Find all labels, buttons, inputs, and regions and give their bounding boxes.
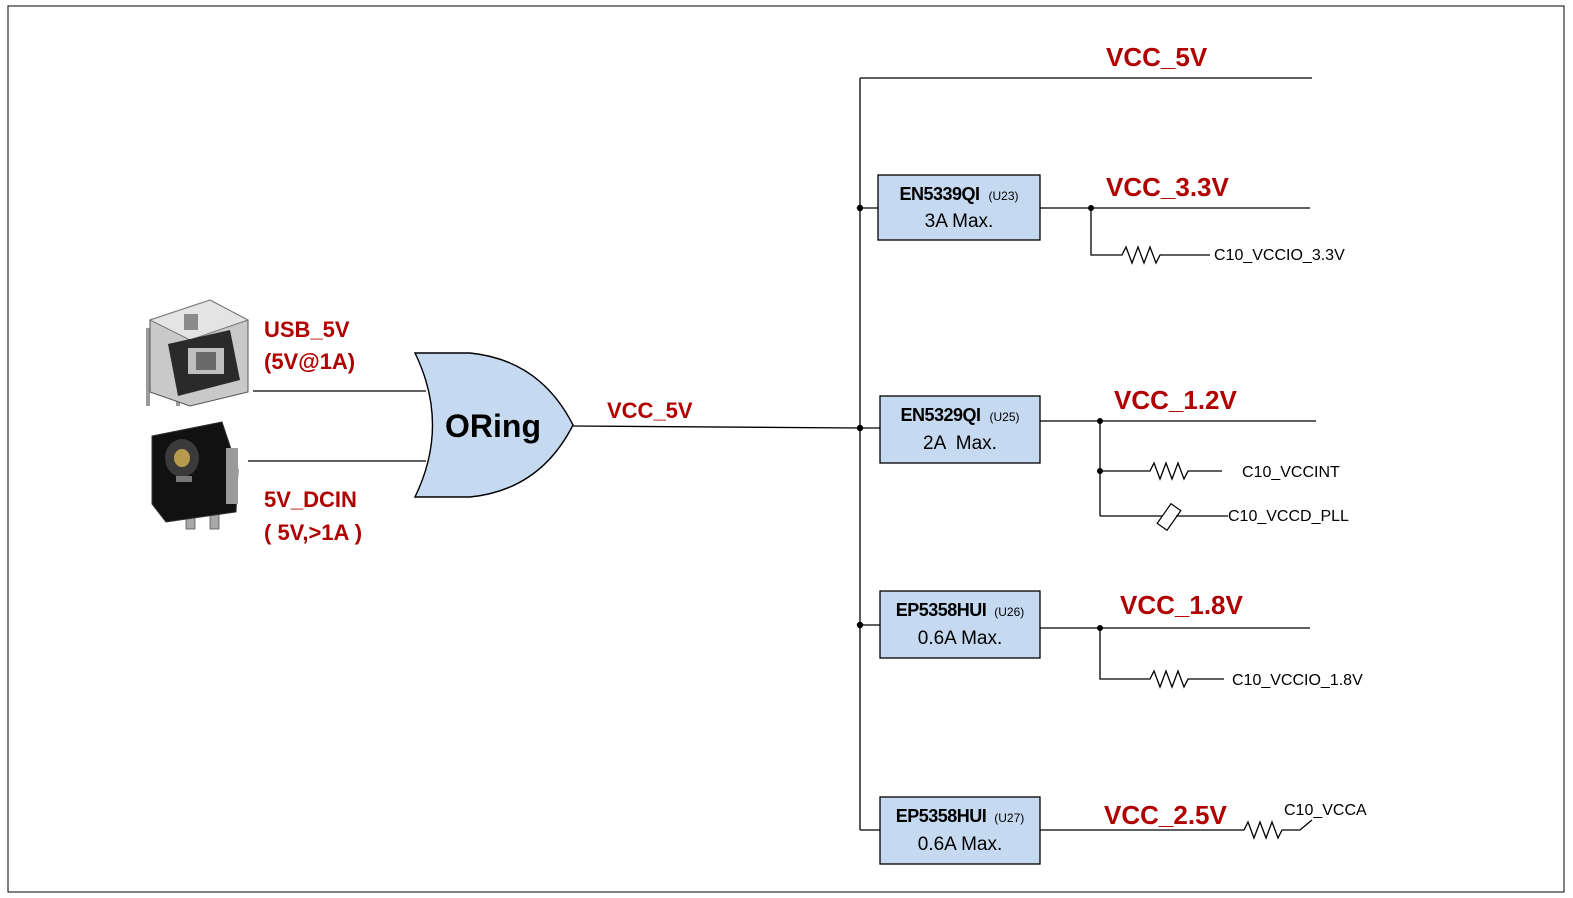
chip-name: EP5358HUI — [896, 806, 987, 826]
vcc12-net-label: VCC_1.2V — [1114, 385, 1237, 415]
diagram-frame — [7, 5, 1565, 893]
usb-rating-label: (5V@1A) — [264, 349, 355, 374]
dcin-net-label: 5V_DCIN — [264, 487, 357, 512]
ferrite-bead-vccd-pll-icon — [1100, 502, 1228, 532]
usb-net-label: USB_5V — [264, 317, 350, 342]
chip-ref: (U23) — [989, 189, 1019, 203]
dc-jack-icon — [151, 421, 239, 530]
svg-text:EP5358HUI (U26): EP5358HUI (U26) — [896, 600, 1025, 620]
svg-text:EN5339QI (U23): EN5339QI (U23) — [899, 184, 1018, 204]
load-label: C10_VCCA — [1284, 802, 1367, 819]
oring-gate — [413, 352, 574, 498]
chip-name: EN5339QI — [899, 184, 979, 204]
regulator-u23: EN5339QI (U23) 3A Max. — [856, 174, 1041, 241]
vcc5v-rail-label: VCC_5V — [1106, 42, 1208, 72]
vcc5v-wire — [572, 425, 861, 429]
load-label: C10_VCCIO_3.3V — [1214, 247, 1345, 264]
load-label: C10_VCCD_PLL — [1228, 508, 1349, 525]
chip-max-current: 0.6A Max. — [918, 834, 1003, 855]
svg-text:EP5358HUI (U27): EP5358HUI (U27) — [896, 806, 1025, 826]
resistor-vccint-icon — [1100, 461, 1222, 481]
dcin-rating-label: ( 5V,>1A ) — [264, 520, 362, 545]
chip-max-current: 3A Max. — [925, 211, 994, 232]
chip-name: EN5329QI — [900, 405, 980, 425]
vcc18-net-label: VCC_1.8V — [1120, 590, 1243, 620]
resistor-vccio33-icon — [1090, 208, 1210, 265]
vcc25-net-label: VCC_2.5V — [1104, 800, 1227, 830]
resistor-vcca-icon — [1040, 819, 1313, 840]
vcc33-net-label: VCC_3.3V — [1106, 172, 1229, 202]
regulator-u26: EP5358HUI (U26) 0.6A Max. — [856, 590, 1041, 659]
oring-output-net-label: VCC_5V — [607, 398, 693, 423]
chip-max-current: 2A Max. — [923, 433, 997, 454]
chip-ref: (U27) — [994, 811, 1024, 825]
chip-ref: (U25) — [990, 410, 1020, 424]
chip-name: EP5358HUI — [896, 600, 987, 620]
resistor-vccio18-icon — [1099, 628, 1224, 689]
regulator-u27: EP5358HUI (U27) 0.6A Max. — [860, 796, 1041, 865]
chip-ref: (U26) — [994, 605, 1024, 619]
usb-connector-icon — [146, 299, 250, 407]
load-label: C10_VCCIO_1.8V — [1232, 672, 1363, 689]
load-label: C10_VCCINT — [1242, 464, 1340, 481]
svg-text:EN5329QI (U25): EN5329QI (U25) — [900, 405, 1019, 425]
oring-label: ORing — [445, 408, 541, 444]
regulator-u25: EN5329QI (U25) 2A Max. — [879, 395, 1041, 464]
chip-max-current: 0.6A Max. — [918, 628, 1003, 649]
